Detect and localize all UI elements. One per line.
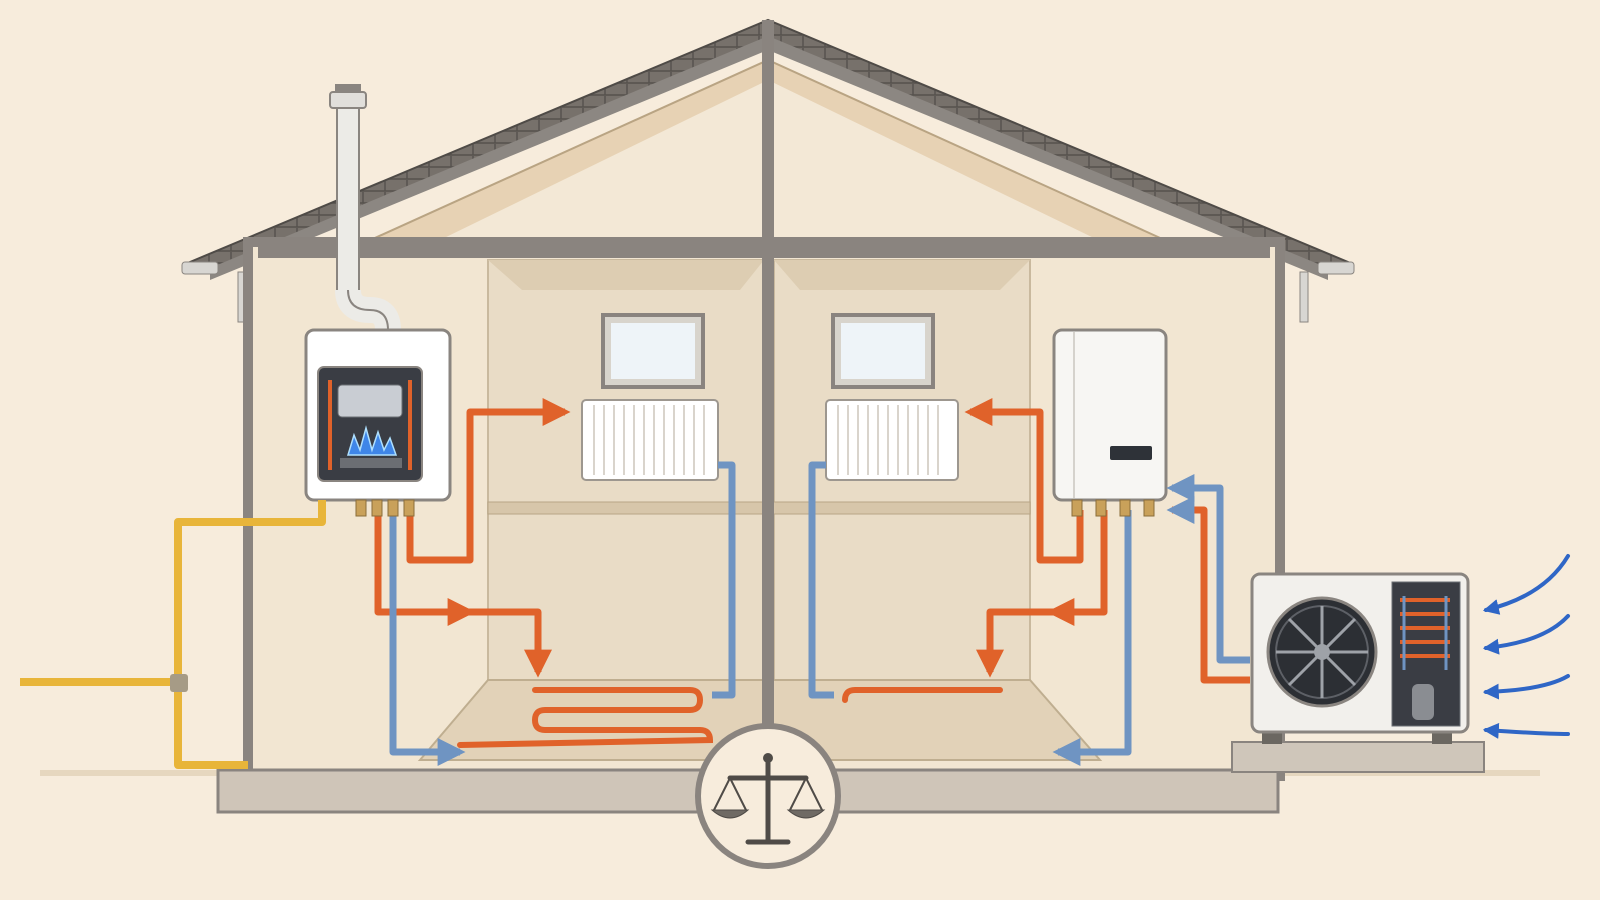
fan-icon (1266, 596, 1378, 708)
center-pillar (762, 20, 774, 812)
gas-flame-icon (346, 425, 398, 456)
heat-pump-fittings (1071, 499, 1155, 517)
window-right (831, 313, 935, 389)
hot-flow-to-radiator-left (406, 398, 571, 564)
radiator-left (581, 399, 719, 481)
air-arrow-3 (1482, 674, 1570, 700)
scales-of-justice-icon (695, 723, 841, 869)
mid-shelf (487, 501, 1031, 515)
gas-supply-pipe (20, 500, 326, 686)
cold-return-left (389, 510, 466, 766)
right-pipework (808, 398, 1250, 766)
radiator-return-left (712, 461, 736, 699)
window-left (601, 313, 705, 389)
air-inflow-arrows (1482, 554, 1570, 739)
left-pipework (20, 398, 736, 769)
outdoor-heat-pump (1231, 572, 1485, 773)
air-arrow-2 (1482, 614, 1570, 655)
radiator-return-right (808, 461, 834, 699)
gutter-right (1317, 261, 1355, 275)
radiator-right (825, 399, 959, 481)
gas-boiler (304, 328, 452, 502)
heat-pump-indoor-unit (1052, 328, 1168, 502)
gas-valve (170, 674, 188, 692)
underfloor-coil-left (457, 687, 714, 748)
underfloor-coil-right (842, 687, 1003, 703)
flue-pipe (329, 84, 401, 331)
downpipe-right (1299, 271, 1309, 323)
boiler-fittings (355, 499, 415, 517)
air-arrow-1 (1482, 554, 1570, 615)
heat-pump-hot-line (1166, 496, 1250, 684)
gutter-left (181, 261, 219, 275)
hot-flow-to-radiator-right (964, 398, 1084, 564)
air-arrow-4 (1482, 722, 1570, 739)
heat-pump-cold-line (1166, 474, 1250, 664)
control-display (1110, 446, 1152, 460)
cold-return-right (1052, 510, 1132, 766)
